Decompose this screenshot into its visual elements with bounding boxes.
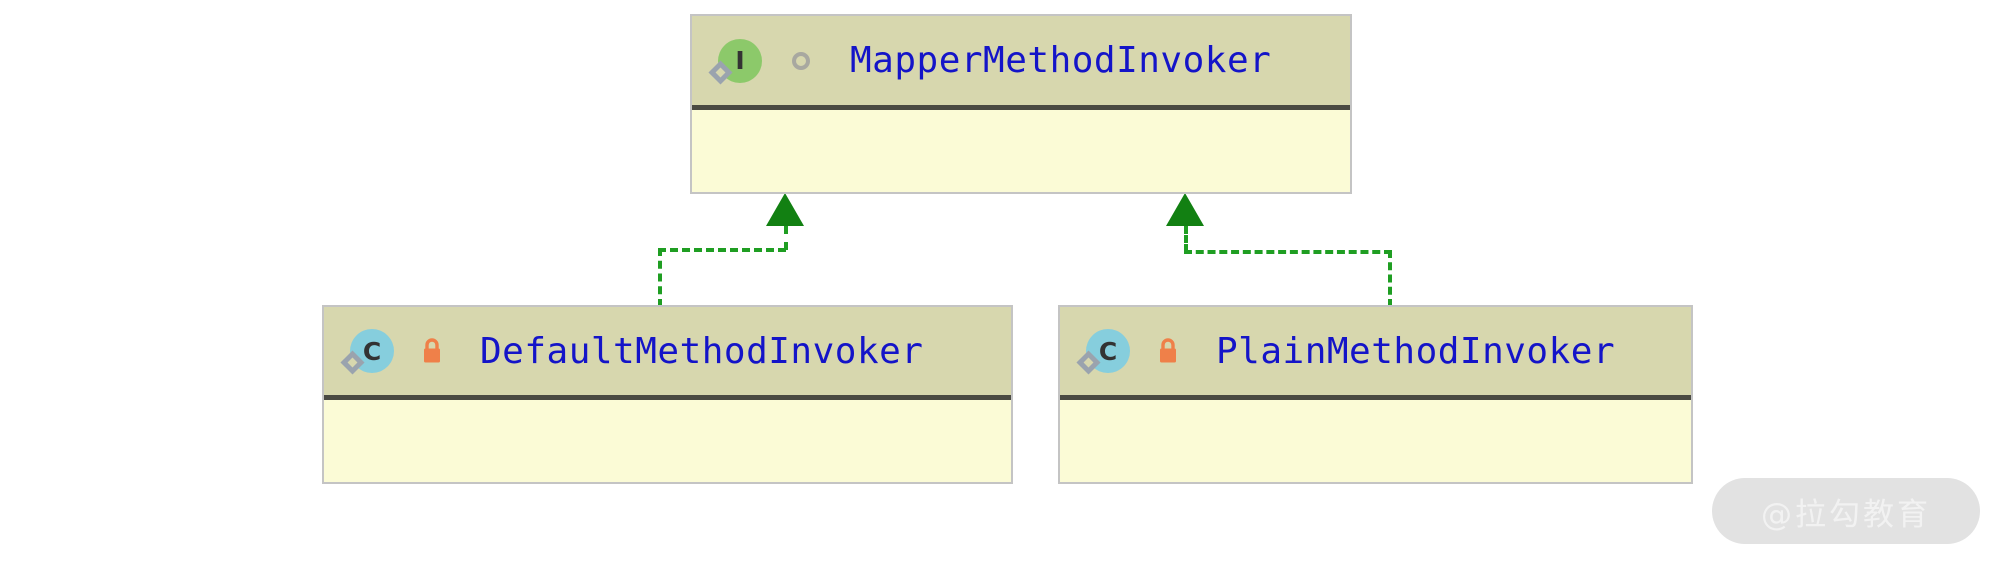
class-icon: C bbox=[1076, 324, 1142, 378]
uml-body-default-method-invoker bbox=[324, 400, 1011, 482]
uml-header-plain-method-invoker: C PlainMethodInvoker bbox=[1060, 307, 1691, 400]
uml-title-default-method-invoker: DefaultMethodInvoker bbox=[480, 330, 924, 372]
uml-node-default-method-invoker[interactable]: C DefaultMethodInvoker bbox=[322, 305, 1013, 484]
circle-outline-icon bbox=[792, 51, 810, 70]
edge-default-vertical-up bbox=[784, 226, 788, 250]
edge-plain-arrowhead bbox=[1166, 193, 1204, 226]
edge-plain-horizontal bbox=[1184, 250, 1392, 254]
edge-plain-vertical-down bbox=[1388, 250, 1392, 307]
uml-node-plain-method-invoker[interactable]: C PlainMethodInvoker bbox=[1058, 305, 1693, 484]
edge-plain-vertical-up bbox=[1184, 226, 1188, 252]
edge-default-horizontal bbox=[658, 248, 786, 252]
uml-node-mapper-method-invoker[interactable]: I MapperMethodInvoker bbox=[690, 14, 1352, 194]
lock-icon bbox=[420, 336, 444, 366]
interface-icon: I bbox=[708, 34, 774, 88]
lock-icon bbox=[1156, 336, 1180, 366]
edge-default-arrowhead bbox=[766, 193, 804, 226]
uml-title-mapper-method-invoker: MapperMethodInvoker bbox=[850, 40, 1272, 81]
edge-default-vertical-down bbox=[658, 248, 662, 307]
uml-header-mapper-method-invoker: I MapperMethodInvoker bbox=[692, 16, 1350, 110]
uml-body-mapper-method-invoker bbox=[692, 110, 1350, 192]
watermark: @拉勾教育 bbox=[1712, 478, 1980, 544]
uml-title-plain-method-invoker: PlainMethodInvoker bbox=[1216, 330, 1616, 372]
uml-header-default-method-invoker: C DefaultMethodInvoker bbox=[324, 307, 1011, 400]
uml-body-plain-method-invoker bbox=[1060, 400, 1691, 482]
class-icon: C bbox=[340, 324, 406, 378]
